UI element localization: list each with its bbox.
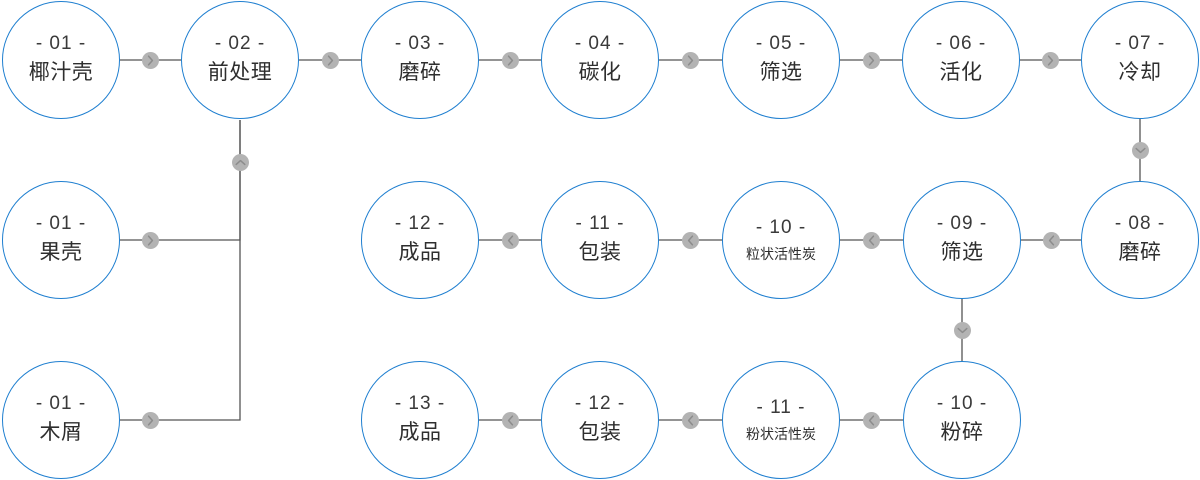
node-n10b[interactable]: - 10 - 粉碎 [903,361,1021,479]
node-label: 筛选 [759,61,803,85]
node-label: 粉碎 [940,421,984,445]
node-label: 粉状活性炭 [746,425,816,442]
node-label: 冷却 [1118,61,1162,85]
node-n12a[interactable]: - 12 - 成品 [361,181,479,299]
node-number: - 13 - [394,393,446,415]
arrow-marker-06-to-07 [1041,51,1059,69]
node-label: 磨碎 [398,61,442,85]
node-number: - 01 - [35,393,87,415]
arrow-marker-12b-to-13 [501,411,519,429]
node-number: - 01 - [35,213,87,235]
edge-n01b-to-n02 [120,120,241,241]
arrow-marker-09-to-10a [862,231,880,249]
node-n11a[interactable]: - 11 - 包装 [541,181,659,299]
node-n10a[interactable]: - 10 - 粒状活性炭 [722,181,840,299]
node-number: - 02 - [214,33,266,55]
arrow-marker-01a-to-02 [141,51,159,69]
node-label: 磨碎 [1118,241,1162,265]
arrow-marker-07-to-08 [1131,141,1149,159]
arrow-marker-10a-to-11a [681,231,699,249]
node-number: - 10 - [936,393,988,415]
node-number: - 06 - [935,33,987,55]
arrow-marker-01c-to-02 [141,411,159,429]
node-n02[interactable]: - 02 - 前处理 [181,1,299,119]
node-number: - 12 - [574,393,626,415]
node-label: 粒状活性炭 [746,245,816,262]
node-label: 前处理 [207,61,273,85]
arrow-marker-04-to-05 [681,51,699,69]
node-number: - 03 - [394,33,446,55]
node-n01c[interactable]: - 01 - 木屑 [2,361,120,479]
node-number: - 01 - [35,33,87,55]
node-n06[interactable]: - 06 - 活化 [902,1,1020,119]
node-n11b[interactable]: - 11 - 粉状活性炭 [722,361,840,479]
node-n01a[interactable]: - 01 - 椰汁壳 [2,1,120,119]
node-number: - 09 - [936,213,988,235]
node-number: - 12 - [394,213,446,235]
node-n04[interactable]: - 04 - 碳化 [541,1,659,119]
node-label: 椰汁壳 [28,61,94,85]
arrow-marker-02-to-03 [321,51,339,69]
node-number: - 04 - [574,33,626,55]
arrow-marker-03-to-04 [501,51,519,69]
arrow-marker-11a-to-12a [501,231,519,249]
node-number: - 10 - [755,216,807,238]
node-label: 木屑 [39,421,83,445]
node-label: 包装 [578,241,622,265]
node-n08[interactable]: - 08 - 磨碎 [1081,181,1199,299]
node-n07[interactable]: - 07 - 冷却 [1081,1,1199,119]
arrow-marker-08-to-09 [1042,231,1060,249]
edge-n01c-to-n02 [120,120,241,421]
node-label: 果壳 [39,241,83,265]
node-n12b[interactable]: - 12 - 包装 [541,361,659,479]
node-label: 碳化 [578,61,622,85]
node-n09[interactable]: - 09 - 筛选 [903,181,1021,299]
arrow-marker-05-to-06 [862,51,880,69]
node-n13[interactable]: - 13 - 成品 [361,361,479,479]
node-label: 成品 [398,241,442,265]
node-label: 活化 [939,61,983,85]
arrow-marker-09-to-10b [953,321,971,339]
node-n03[interactable]: - 03 - 磨碎 [361,1,479,119]
arrow-marker-01b-to-02 [141,231,159,249]
node-n05[interactable]: - 05 - 筛选 [722,1,840,119]
node-label: 筛选 [940,241,984,265]
arrow-marker-11b-to-12b [681,411,699,429]
arrow-marker-10b-to-11b [862,411,880,429]
node-number: - 11 - [756,396,806,418]
node-label: 成品 [398,421,442,445]
node-n01b[interactable]: - 01 - 果壳 [2,181,120,299]
node-number: - 05 - [755,33,807,55]
node-label: 包装 [578,421,622,445]
node-number: - 11 - [575,213,625,235]
node-number: - 07 - [1114,33,1166,55]
node-number: - 08 - [1114,213,1166,235]
arrow-marker-branch-to-02 [231,153,249,171]
